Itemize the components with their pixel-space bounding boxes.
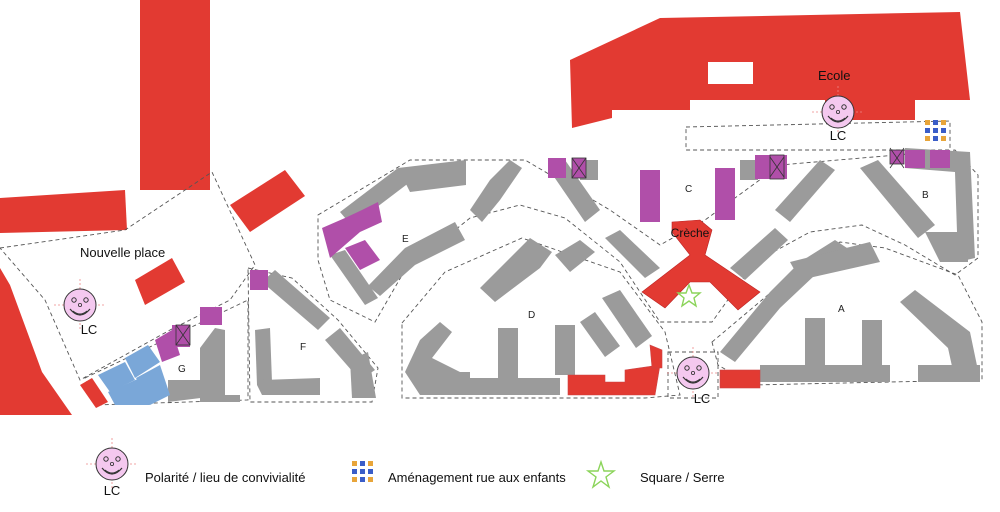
red-corner-g bbox=[80, 378, 108, 408]
zone-b: B bbox=[922, 190, 929, 201]
child-street-grid-icon bbox=[925, 120, 946, 141]
zone-e: E bbox=[402, 234, 409, 245]
legend: LC Polarité / lieu de convivialité Aména… bbox=[85, 437, 725, 498]
zone-d: D bbox=[528, 310, 535, 321]
zone-f: F bbox=[300, 342, 306, 353]
label-nouvelle-place: Nouvelle place bbox=[80, 245, 165, 260]
legend-polarite: Polarité / lieu de convivialité bbox=[145, 470, 305, 485]
blue-units bbox=[98, 345, 170, 405]
label-lc-ecole: LC bbox=[830, 128, 847, 143]
zone-g: G bbox=[178, 364, 186, 375]
star-icon bbox=[676, 283, 702, 308]
south-red-strip bbox=[567, 344, 761, 396]
legend-star-icon bbox=[585, 459, 617, 489]
legend-child-street-grid-icon bbox=[352, 461, 373, 482]
label-ecole: Ecole bbox=[818, 68, 851, 83]
label-lc-south: LC bbox=[694, 391, 711, 406]
school-buildings bbox=[140, 0, 970, 190]
label-creche: Crèche bbox=[671, 226, 710, 240]
residential-buildings bbox=[168, 148, 980, 402]
legend-square: Square / Serre bbox=[640, 470, 725, 485]
zone-a: A bbox=[838, 304, 845, 315]
label-lc-nouvelle-place: LC bbox=[81, 322, 98, 337]
zone-c: C bbox=[685, 184, 692, 195]
legend-lc-label: LC bbox=[104, 483, 121, 498]
creche-building bbox=[641, 219, 761, 311]
legend-amenagement: Aménagement rue aux enfants bbox=[388, 470, 566, 485]
west-buildings bbox=[0, 170, 305, 415]
